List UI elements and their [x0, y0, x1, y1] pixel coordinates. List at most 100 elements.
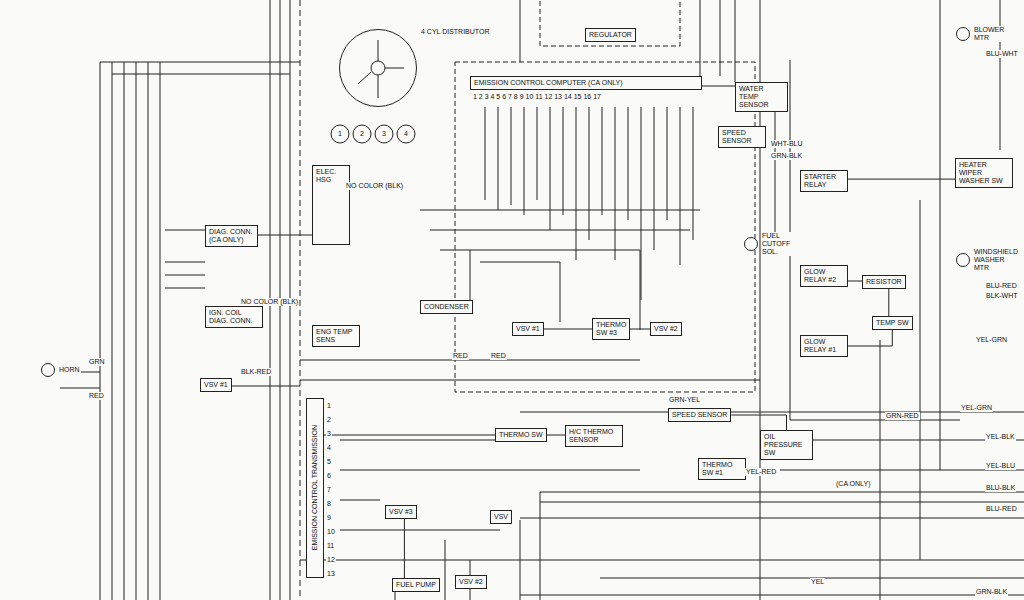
relay-box: GLOW RELAY #2	[800, 265, 848, 287]
wire-label: BLU-RED	[985, 282, 1018, 290]
wire-label: GRN-YEL	[668, 396, 701, 404]
pin-number: 5	[326, 458, 332, 466]
component-name: CONDENSER	[424, 303, 469, 311]
wire-label: RED	[452, 352, 469, 360]
valve-box: VSV #1	[200, 378, 232, 392]
pin-number: 2	[326, 416, 332, 424]
component-name: STARTER RELAY	[804, 173, 844, 189]
wire-connector	[404, 519, 405, 578]
wire-label: BLK-RED	[240, 368, 272, 376]
wire-label: WHT-BLU	[770, 140, 804, 148]
component-name: BLOWER MTR	[973, 26, 1015, 42]
component-name: SPEED SENSOR	[672, 411, 727, 419]
component-name: HEATER WIPER WASHER SW	[959, 161, 1009, 185]
switch-box: THERMO SW	[495, 428, 547, 442]
component-name: EMISSION CONTROL TRANSMISSION	[311, 425, 319, 550]
component-name: VSV #2	[459, 578, 483, 586]
computer-box: EMISSION CONTROL COMPUTER (CA ONLY)	[470, 76, 702, 90]
component-name: RESISTOR	[866, 278, 902, 286]
component-name: FUEL CUTOFF SOL.	[761, 232, 803, 256]
wire-label: YEL-BLK	[985, 433, 1016, 441]
wire-label: BLU-RED	[985, 505, 1018, 513]
component-name: VSV	[494, 513, 508, 521]
component-name: WATER TEMP SENSOR	[739, 85, 784, 109]
transmission-connector: EMISSION CONTROL TRANSMISSION	[306, 398, 324, 578]
sensor-box: SPEED SENSOR	[718, 126, 766, 148]
component-name: FUEL PUMP	[396, 581, 436, 589]
component-name: THERMO SW #1	[702, 461, 742, 477]
component-name: VSV #2	[654, 325, 678, 333]
resistor-box: RESISTOR	[862, 275, 906, 289]
valve-box: VSV #3	[385, 505, 417, 519]
component-name: THERMO SW	[499, 431, 543, 439]
component-name: VSV #1	[204, 381, 228, 389]
component-circle	[955, 26, 971, 42]
component-name: OIL PRESSURE SW	[764, 433, 809, 457]
component-name: THERMO SW #3	[596, 321, 626, 337]
component-name: IGN. COIL DIAG. CONN.	[209, 309, 259, 325]
sensor-box: WATER TEMP SENSOR	[735, 82, 788, 112]
horn-symbol: HORN	[40, 362, 81, 378]
pin-number: 7	[326, 486, 332, 494]
firing-order-number: 1	[337, 130, 343, 138]
firing-order-number: 3	[381, 130, 387, 138]
firing-order-number: 4	[403, 130, 409, 138]
wire-label: GRN-BLK	[770, 152, 803, 160]
pin-number: 1 2 3 4 5 6 7 8 9 10 11 12 13 14 15 16 1…	[472, 93, 602, 101]
solenoid-symbol: FUEL CUTOFF SOL.	[743, 232, 803, 256]
component-name: H/C THERMO SENSOR	[569, 428, 619, 444]
motor-symbol: BLOWER MTR	[955, 26, 1015, 42]
sensor-box: H/C THERMO SENSOR	[565, 425, 623, 447]
component-name: VSV #3	[389, 508, 413, 516]
wire-label: GRN	[88, 358, 106, 366]
switch-box: THERMO SW #3	[592, 318, 630, 340]
component-name: VSV #1	[516, 325, 540, 333]
relay-box: STARTER RELAY	[800, 170, 848, 192]
switch-box: HEATER WIPER WASHER SW	[955, 158, 1013, 188]
wire-label: GRN-RED	[885, 412, 920, 420]
wire-label: YEL-RED	[745, 468, 777, 476]
valve-box: VSV #1	[512, 322, 544, 336]
wire-connector	[547, 435, 565, 436]
pin-number: 1	[326, 402, 332, 410]
wire-connector	[702, 86, 735, 87]
component-name: REGULATOR	[589, 31, 632, 39]
distributor-cap	[338, 28, 418, 108]
component-name: GLOW RELAY #1	[804, 338, 844, 354]
component-name: SPEED SENSOR	[722, 129, 762, 145]
component-name: TEMP SW	[876, 319, 909, 327]
wire-label: RED	[490, 352, 507, 360]
distributor-symbol: 4 CYL DISTRIBUTOR	[338, 28, 490, 108]
switch-box: THERMO SW #1	[698, 458, 746, 480]
switch-box: TEMP SW	[872, 316, 913, 330]
condenser-box: CONDENSER	[420, 300, 473, 314]
wire-label: YEL-BLU	[985, 462, 1016, 470]
valve-box: VSV #2	[650, 322, 682, 336]
wire-label: GRN-BLK	[975, 588, 1008, 596]
valve-box: VSV	[490, 510, 512, 524]
pin-number: 10	[326, 528, 336, 536]
pin-number: 13	[326, 570, 336, 578]
housing-box: ELEC. HSG	[312, 165, 350, 245]
connector-box: DIAG. CONN. (CA ONLY)	[205, 225, 258, 247]
pin-number: 3	[326, 430, 332, 438]
pin-number: 9	[326, 514, 332, 522]
wire-label: YEL-GRN	[975, 336, 1008, 344]
wire-label: RED	[88, 392, 105, 400]
component-name: GLOW RELAY #2	[804, 268, 844, 284]
component-name: DIAG. CONN. (CA ONLY)	[209, 228, 254, 244]
switch-box: OIL PRESSURE SW	[760, 430, 813, 460]
wire-connector	[848, 281, 862, 282]
sensor-box: SPEED SENSOR	[668, 408, 731, 422]
regulator-box: REGULATOR	[585, 28, 636, 42]
wire-label: YEL-GRN	[960, 404, 993, 412]
wire-label: YEL	[810, 578, 825, 586]
wire-connector	[258, 235, 312, 236]
pin-number: 12	[326, 556, 336, 564]
pin-number: 8	[326, 500, 332, 508]
pin-number: 11	[326, 542, 335, 550]
wire-label: NO COLOR (BLK)	[345, 182, 404, 190]
motor-symbol: WINDSHIELD WASHER MTR	[955, 248, 1020, 272]
